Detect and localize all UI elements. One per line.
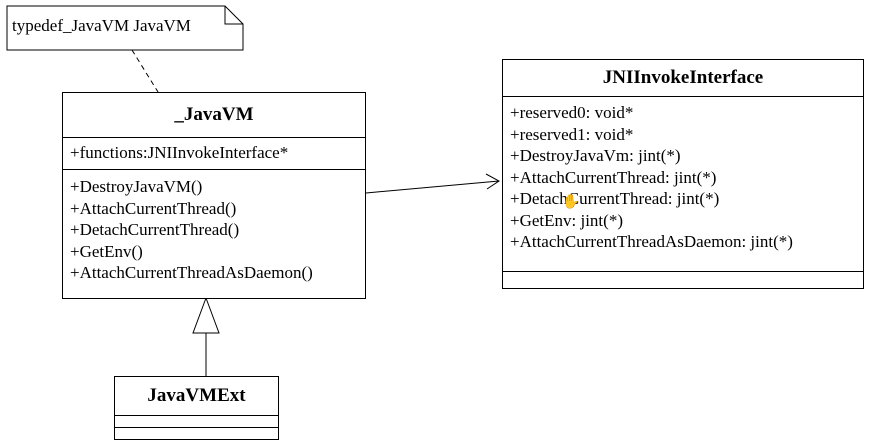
association-arrowhead <box>485 173 500 190</box>
association-line <box>365 180 500 194</box>
attribute-row: +AttachCurrentThreadAsDaemon: jint(*) <box>510 232 793 251</box>
operation-row: +DestroyJavaVM() <box>70 177 203 196</box>
hand-pointer-icon: ✋ <box>562 195 580 210</box>
operation-row: +DetachCurrentThread() <box>70 220 240 239</box>
generalization-triangle <box>192 296 220 334</box>
class-jni-invoke-interface[interactable]: JNIInvokeInterface +reserved0: void* +re… <box>502 59 864 289</box>
operation-row: +AttachCurrentThreadAsDaemon() <box>70 263 313 282</box>
class-jni-invoke-interface-operations <box>503 271 863 289</box>
note-fold <box>224 6 243 25</box>
class-javavm-operations: +DestroyJavaVM() +AttachCurrentThread() … <box>63 169 365 284</box>
class-jni-invoke-interface-name: JNIInvokeInterface <box>602 67 764 88</box>
attribute-row: +reserved0: void* <box>510 103 634 122</box>
note-shape <box>6 5 244 51</box>
attribute-row: +DestroyJavaVm: jint(*) <box>510 146 681 165</box>
class-javavm-name: _JavaVM <box>174 104 254 125</box>
attribute-row: +functions:JNIInvokeInterface* <box>70 143 289 162</box>
attribute-row: +GetEnv: jint(*) <box>510 210 623 230</box>
class-javavmext-attributes <box>115 415 278 427</box>
attribute-row: +reserved1: void* <box>510 124 634 144</box>
class-javavm-attributes: +functions:JNIInvokeInterface* <box>63 137 365 169</box>
operation-row: +AttachCurrentThread() <box>70 198 237 218</box>
class-javavmext-operations <box>115 427 278 439</box>
attribute-row: +DetachCurrentThread: jint(*) <box>510 189 720 208</box>
note-anchor-line <box>131 49 159 93</box>
class-jni-invoke-interface-attributes: +reserved0: void* +reserved1: void* +Des… <box>503 96 863 271</box>
class-javavmext[interactable]: JavaVMExt <box>114 376 279 440</box>
operation-row: +GetEnv() <box>70 241 143 261</box>
note-text: typedef_JavaVM JavaVM <box>12 16 191 35</box>
class-javavmext-name: JavaVMExt <box>147 385 246 406</box>
attribute-row: +AttachCurrentThread: jint(*) <box>510 167 717 187</box>
class-javavm[interactable]: _JavaVM +functions:JNIInvokeInterface* +… <box>62 92 366 299</box>
